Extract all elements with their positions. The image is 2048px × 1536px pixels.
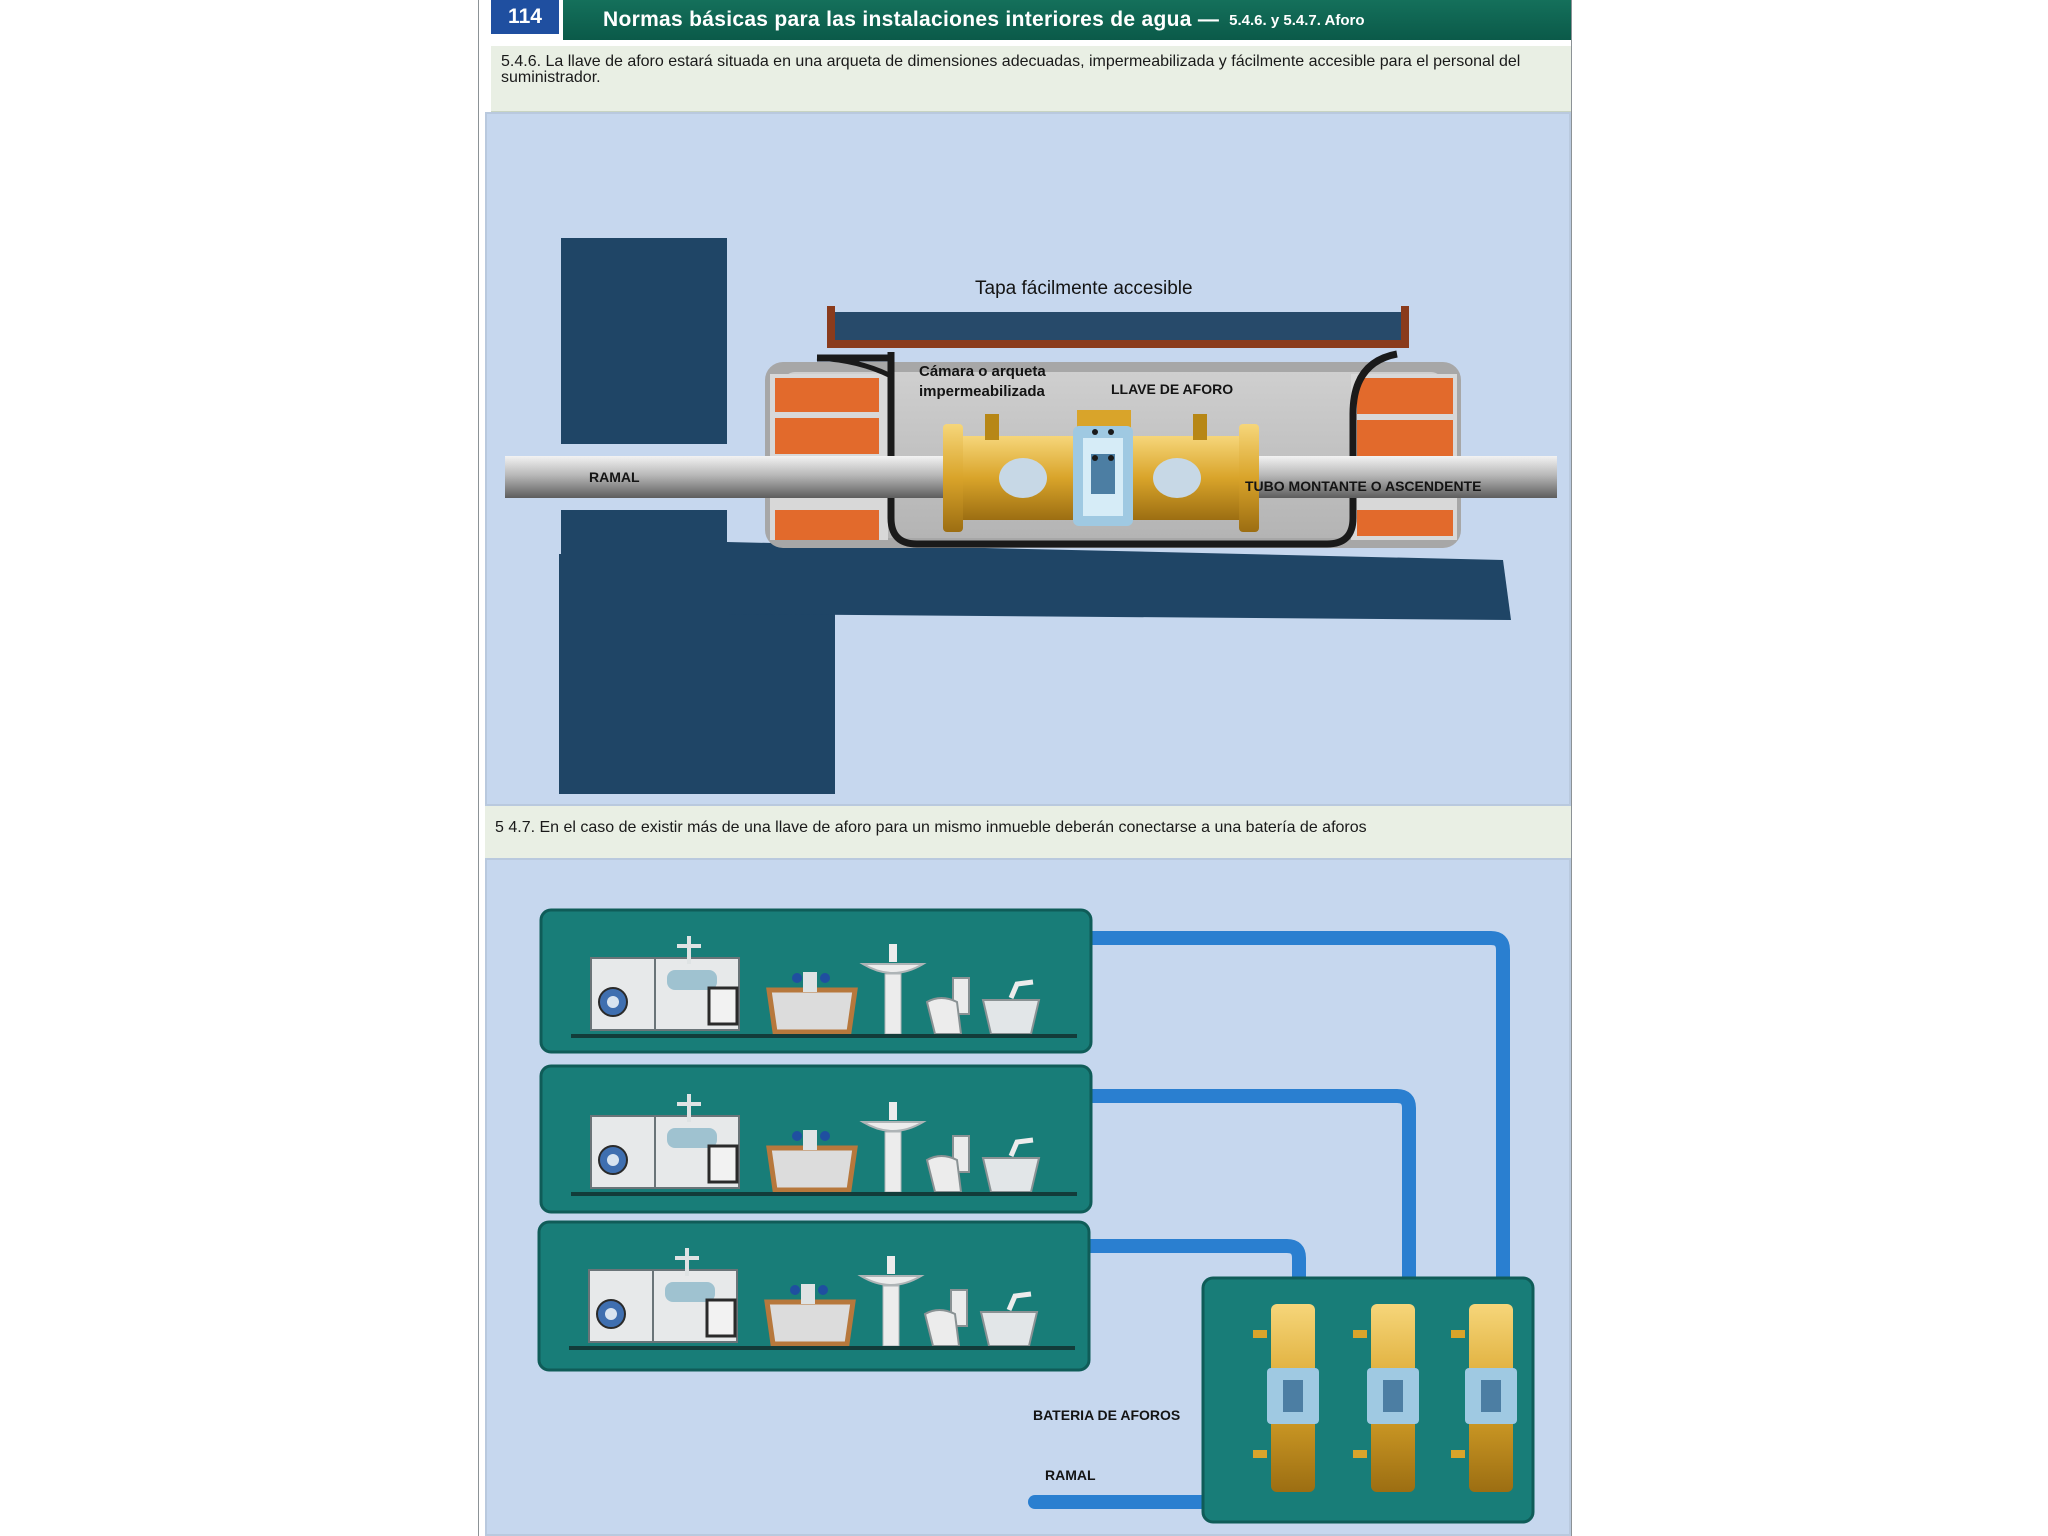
building-wall — [559, 238, 835, 794]
section-546-text: 5.4.6. La llave de aforo estará situada … — [491, 46, 1571, 114]
arqueta-diagram: Tapa fácilmente accesible Cámara o arque… — [505, 238, 1557, 794]
label-branch: RAMAL — [589, 469, 640, 485]
chamber-cover — [827, 306, 1409, 348]
label-battery: BATERIA DE AFOROS — [1033, 1407, 1180, 1423]
floor-3 — [537, 1220, 1091, 1372]
page-number: 114 — [491, 0, 559, 34]
header-section: 5.4.6. y 5.4.7. Aforo — [1229, 11, 1365, 29]
bateria-de-aforos — [1201, 1276, 1535, 1524]
label-branch-bottom: RAMAL — [1045, 1467, 1096, 1483]
section-547-text: 5 4.7. En el caso de existir más de una … — [485, 806, 1571, 864]
floor-1 — [539, 908, 1093, 1054]
figure-arqueta: Tapa fácilmente accesible Cámara o arque… — [485, 112, 1571, 806]
label-chamber-line2: impermeabilizada — [919, 383, 1046, 400]
manual-page: 114 Normas básicas para las instalacione… — [478, 0, 1572, 1536]
header-title-bar: Normas básicas para las instalaciones in… — [563, 0, 1571, 40]
label-valve: LLAVE DE AFORO — [1111, 381, 1233, 397]
label-chamber-line1: Cámara o arqueta — [919, 363, 1046, 380]
bateria-diagram: BATERIA DE AFOROS RAMAL — [537, 908, 1535, 1524]
llave-de-aforo-valve — [943, 410, 1259, 532]
header-title: Normas básicas para las instalaciones in… — [603, 8, 1220, 31]
figure-bateria: BATERIA DE AFOROS RAMAL — [485, 858, 1571, 1536]
page-header: 114 Normas básicas para las instalacione… — [491, 0, 1571, 42]
label-cover: Tapa fácilmente accesible — [975, 278, 1193, 299]
floor-2 — [539, 1064, 1093, 1214]
label-riser: TUBO MONTANTE O ASCENDENTE — [1245, 478, 1481, 494]
ground-slab — [727, 542, 1511, 620]
